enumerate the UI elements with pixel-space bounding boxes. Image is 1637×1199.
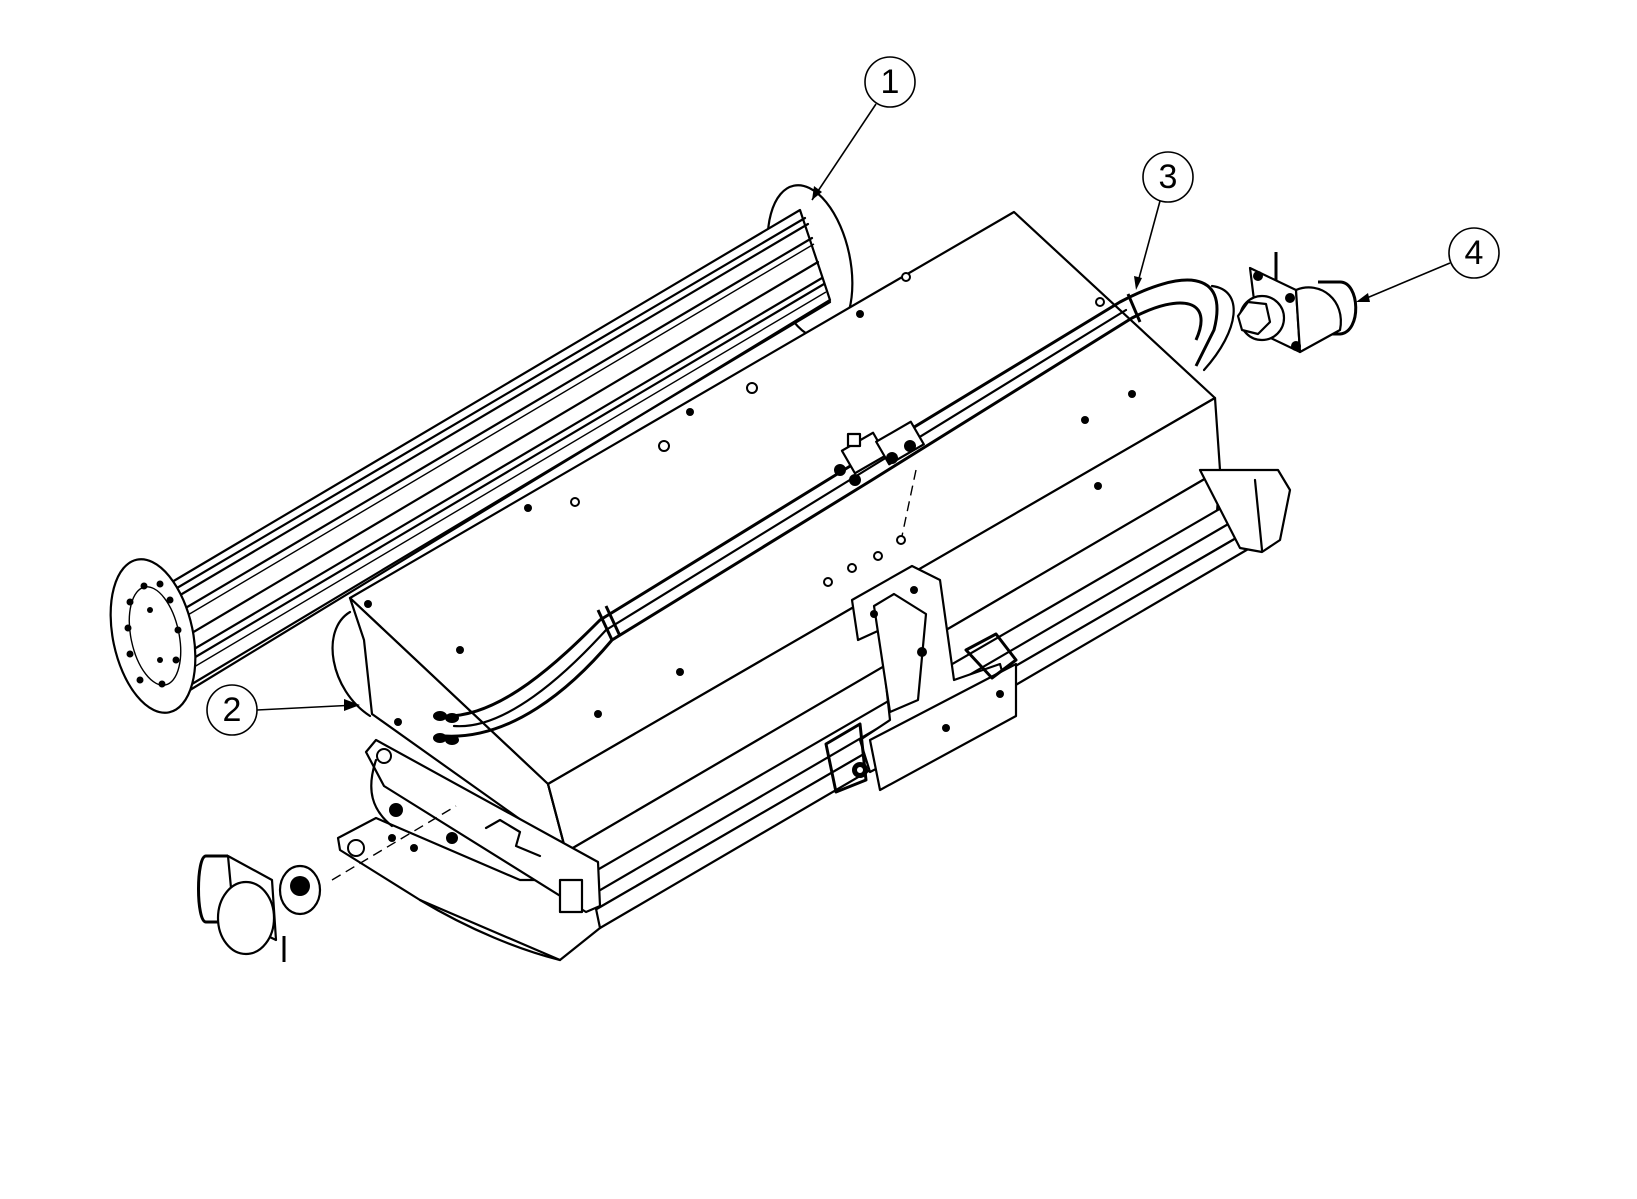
balloon-1-label: 1 [881, 63, 900, 101]
hydraulic-motor-left [197, 805, 457, 962]
balloon-2-label: 2 [223, 691, 242, 729]
saddle-bracket [824, 564, 1018, 794]
roller-drum [109, 184, 854, 714]
hydraulic-motor [1236, 252, 1358, 354]
hydraulic-hose [433, 278, 1235, 745]
balloon-1: 1 [811, 56, 916, 201]
balloon-3: 3 [1134, 151, 1194, 290]
balloon-2: 2 [206, 684, 360, 736]
balloon-3-label: 3 [1159, 158, 1178, 196]
balloon-4-label: 4 [1465, 234, 1484, 272]
balloon-4: 4 [1356, 227, 1500, 302]
